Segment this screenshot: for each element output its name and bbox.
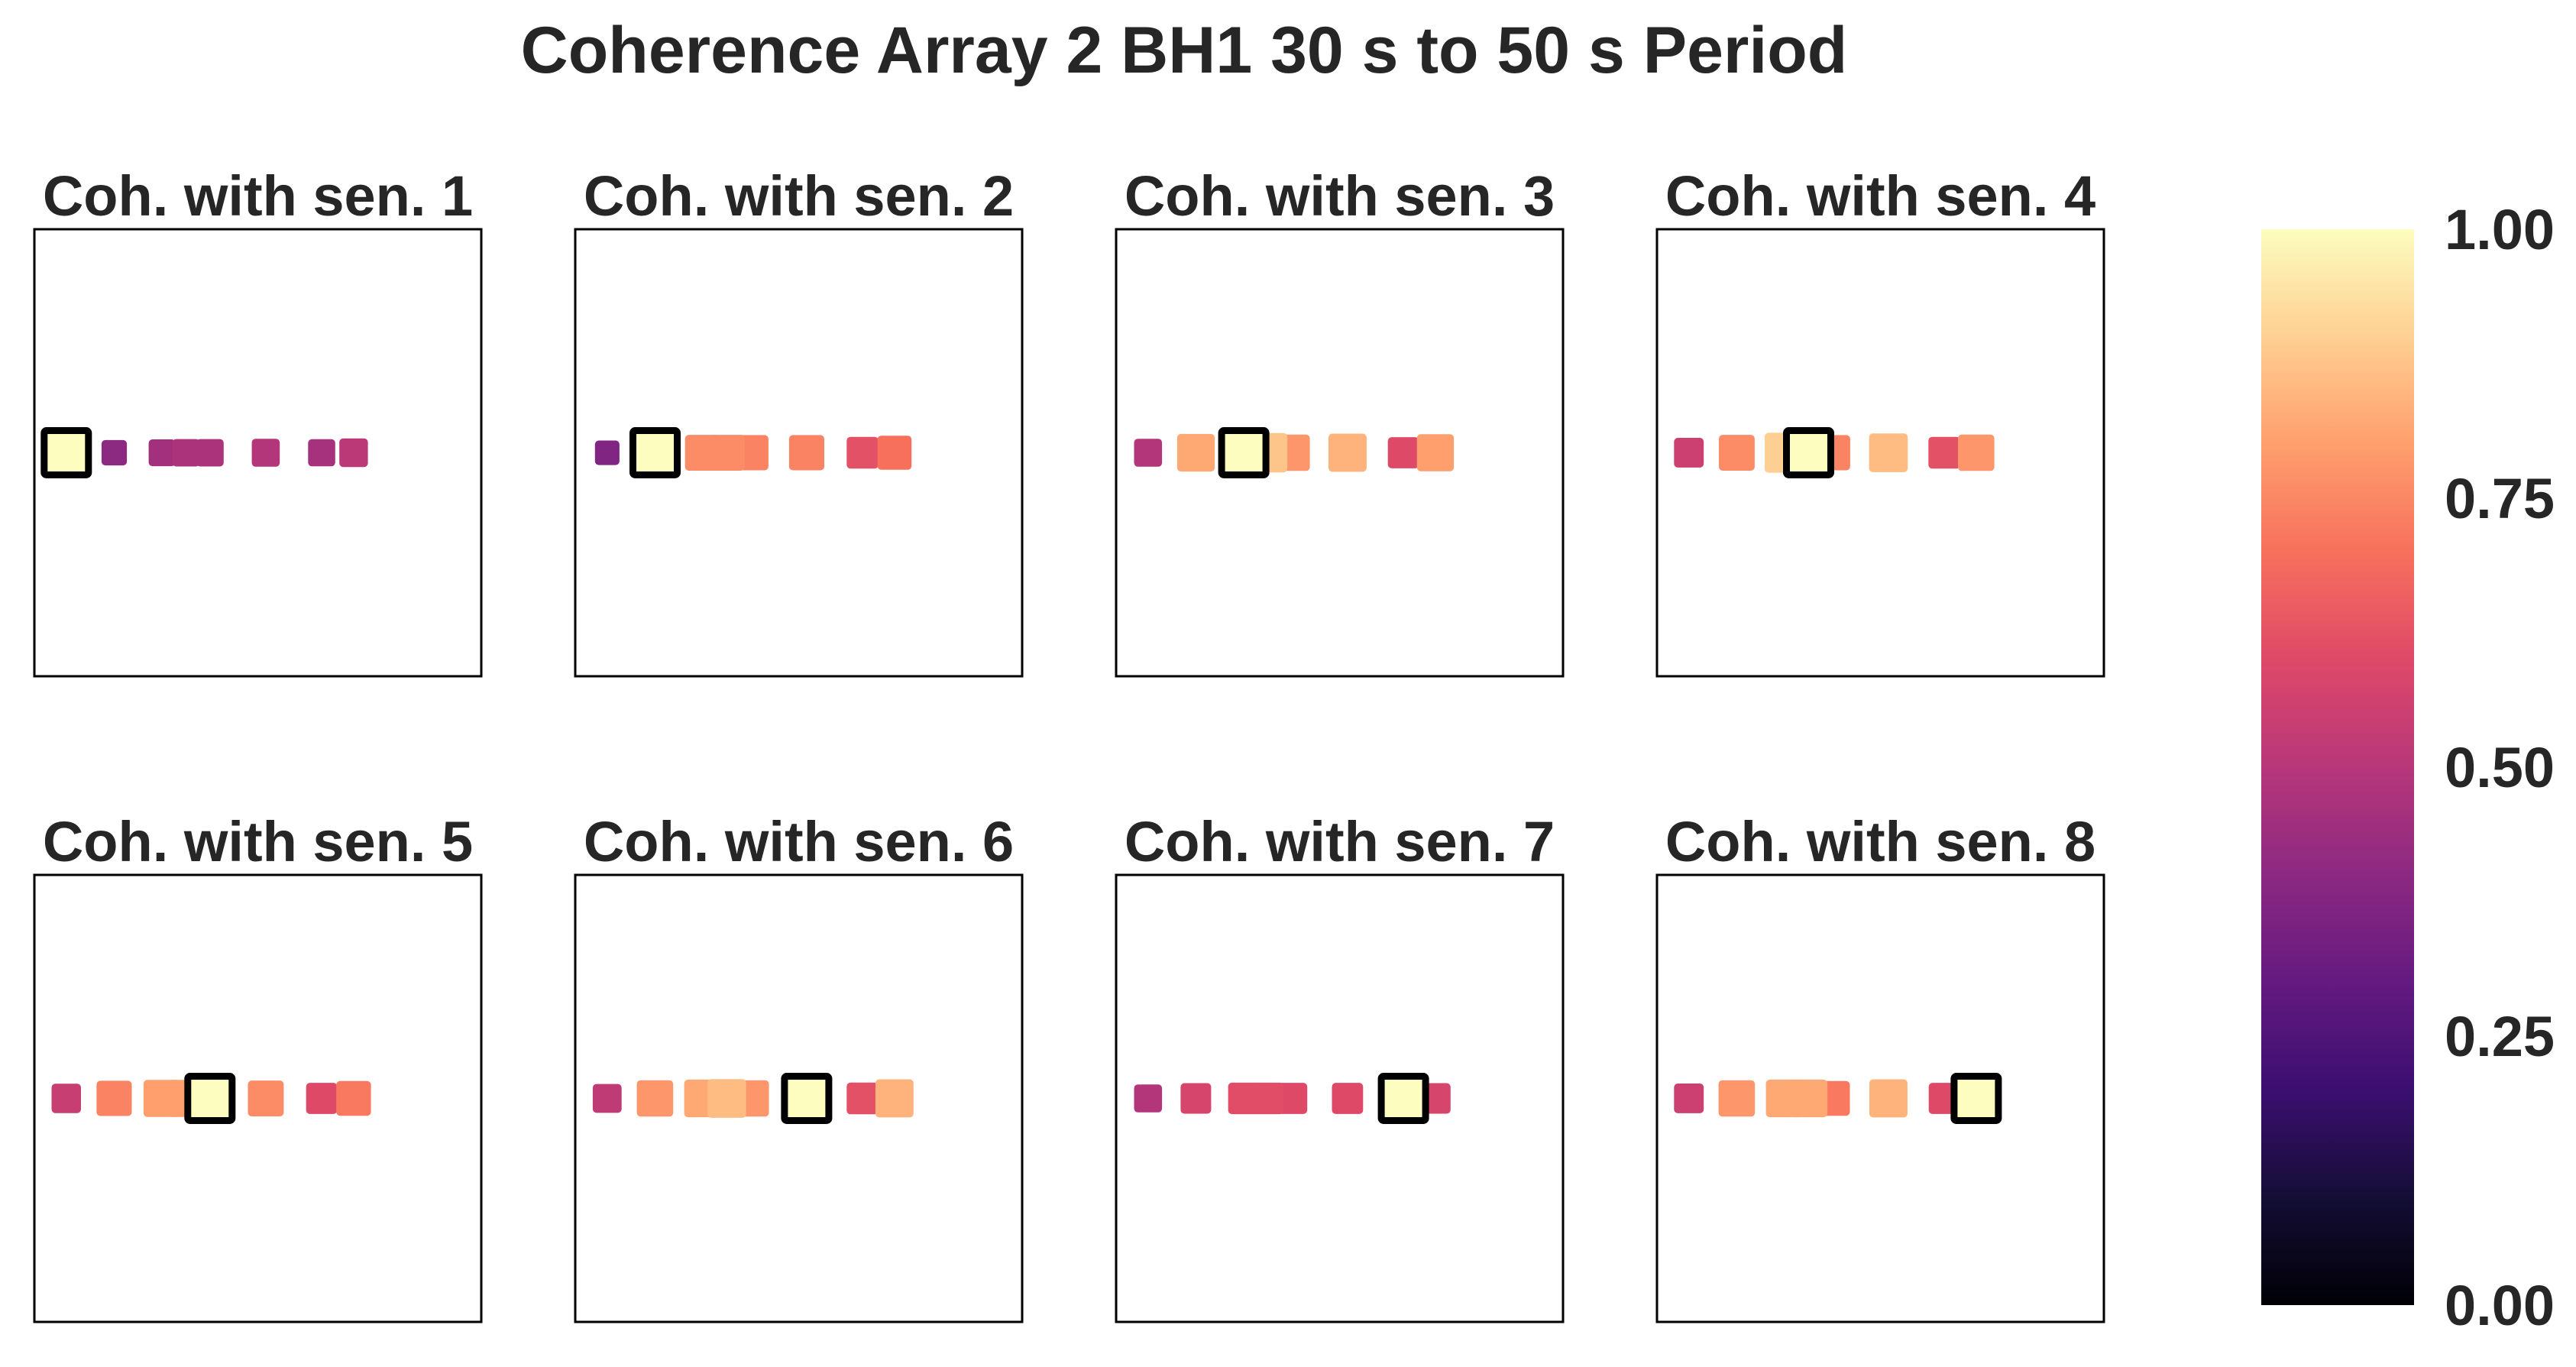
panel-title: Coh. with sen. 1 (43, 164, 473, 228)
reference-sensor-marker (184, 1073, 236, 1124)
sensor-marker-1 (592, 1084, 622, 1113)
colorbar-tick-label: 0.25 (2445, 1005, 2555, 1068)
sensor-marker-5 (196, 439, 224, 467)
colorbar: 0.00 0.25 0.50 0.75 1.00 (2261, 198, 2555, 1337)
sensor-marker-8 (339, 438, 368, 468)
panel-title: Coh. with sen. 7 (1125, 810, 1555, 873)
sensor-marker-6 (248, 1080, 284, 1116)
panel-8: Coh. with sen. 8 (1655, 810, 2105, 1323)
panel-1: Coh. with sen. 1 (33, 164, 483, 678)
sensor-marker-1 (1674, 438, 1704, 468)
reference-sensor-marker (781, 1073, 833, 1124)
sensor-marker-1 (1674, 1084, 1704, 1113)
colorbar-tick-label: 0.50 (2445, 736, 2555, 799)
reference-sensor-marker (629, 427, 681, 478)
reference-sensor-marker (40, 427, 92, 478)
sensor-marker-6 (1869, 1079, 1908, 1118)
sensor-marker-2 (1176, 433, 1215, 472)
colorbar-ticks: 0.00 0.25 0.50 0.75 1.00 (2445, 198, 2555, 1337)
panel-title: Coh. with sen. 4 (1665, 164, 2095, 228)
sensor-marker-3 (1228, 1082, 1260, 1115)
sensor-marker-7 (1928, 436, 1960, 469)
sensor-marker-3 (148, 439, 176, 467)
sensor-marker-8 (1958, 434, 1995, 471)
panel-title: Coh. with sen. 6 (584, 810, 1014, 873)
panel-3: Coh. with sen. 3 (1115, 164, 1565, 678)
chart-title: Coherence Array 2 BH1 30 s to 50 s Perio… (521, 14, 1848, 87)
sensor-marker-2 (1719, 435, 1755, 471)
colorbar-tick-label: 0.00 (2445, 1274, 2555, 1337)
reference-sensor-marker (1218, 427, 1270, 478)
sensor-marker-2 (636, 1080, 674, 1117)
sensor-marker-8 (877, 436, 912, 470)
sensor-marker-2 (96, 1080, 132, 1116)
colorbar-tick-label: 1.00 (2445, 198, 2555, 261)
panel-title: Coh. with sen. 3 (1125, 164, 1555, 228)
sensor-marker-7 (846, 436, 879, 469)
panel-6: Coh. with sen. 6 (574, 810, 1024, 1323)
sensor-marker-7 (846, 1082, 879, 1115)
colorbar-tick-label: 0.75 (2445, 467, 2555, 530)
sensor-marker-6 (1869, 433, 1908, 472)
sensor-marker-7 (1387, 437, 1419, 468)
sensor-marker-1 (1134, 439, 1163, 467)
sensor-marker-6 (788, 435, 824, 471)
panels-group: Coh. with sen. 1 Coh. with sen. 2 Coh. wit… (33, 164, 2105, 1323)
panel-title: Coh. with sen. 2 (584, 164, 1014, 228)
reference-sensor-marker (1950, 1073, 2002, 1124)
panel-5: Coh. with sen. 5 (33, 810, 483, 1323)
panel-7: Coh. with sen. 7 (1115, 810, 1565, 1323)
reference-sensor-marker (1783, 427, 1834, 478)
panel-4: Coh. with sen. 4 (1655, 164, 2105, 678)
sensor-marker-6 (251, 439, 280, 467)
sensor-marker-8 (336, 1080, 371, 1116)
sensor-marker-4 (707, 1079, 746, 1118)
reference-sensor-marker (1377, 1073, 1429, 1124)
sensor-marker-4 (1251, 1082, 1284, 1115)
sensor-marker-5 (1276, 1083, 1308, 1114)
sensor-marker-4 (172, 439, 200, 467)
sensor-marker-1 (594, 440, 620, 465)
sensor-marker-7 (306, 1083, 338, 1114)
sensor-marker-2 (1718, 1080, 1756, 1117)
sensor-marker-4 (1789, 1079, 1828, 1118)
panel-2: Coh. with sen. 2 (574, 164, 1024, 678)
sensor-marker-1 (1134, 1084, 1163, 1113)
panel-title: Coh. with sen. 8 (1665, 810, 2095, 873)
sensor-marker-2 (101, 439, 128, 466)
sensor-marker-8 (875, 1079, 914, 1118)
sensor-marker-6 (1332, 1083, 1364, 1114)
sensor-marker-6 (1328, 433, 1367, 472)
sensor-marker-1 (51, 1084, 81, 1113)
sensor-marker-8 (1416, 434, 1455, 471)
colorbar-gradient (2261, 229, 2414, 1305)
panel-title: Coh. with sen. 5 (43, 810, 473, 873)
sensor-marker-4 (709, 435, 745, 471)
sensor-marker-7 (308, 439, 335, 467)
sensor-marker-2 (1180, 1083, 1212, 1114)
